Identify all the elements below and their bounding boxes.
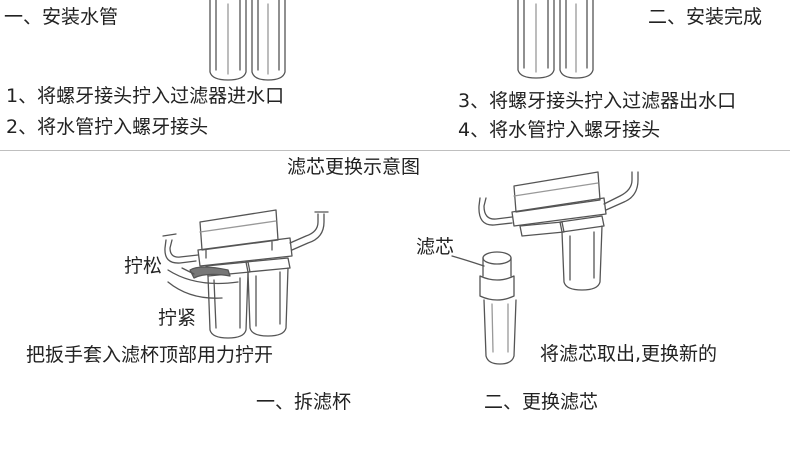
left-step-1: 1、将螺牙接头拧入过滤器进水口	[6, 85, 285, 107]
top-left-filter-housings	[209, 0, 286, 81]
right-step-3: 3、将螺牙接头拧入过滤器出水口	[458, 90, 737, 112]
cartridge-label: 滤芯	[416, 236, 455, 258]
loosen-label: 拧松	[124, 255, 163, 277]
replace-instruction: 将滤芯取出,更换新的	[540, 343, 718, 365]
right-step-4: 4、将水管拧入螺牙接头	[458, 119, 661, 141]
replacement-diagram-title: 滤芯更换示意图	[287, 156, 421, 178]
replace-cartridge-caption: 二、更换滤芯	[484, 391, 599, 413]
step-two-heading: 二、安装完成	[648, 6, 763, 28]
step-one-heading: 一、安装水管	[4, 6, 119, 28]
tighten-label: 拧紧	[158, 307, 197, 329]
remove-cup-caption: 一、拆滤杯	[256, 391, 352, 413]
wrench-instruction: 把扳手套入滤杯顶部用力拧开	[26, 344, 274, 366]
section-divider	[0, 150, 790, 151]
filter-unit-with-wrench	[162, 209, 329, 339]
left-step-2: 2、将水管拧入螺牙接头	[6, 116, 209, 138]
top-right-filter-housings	[517, 0, 594, 79]
filter-unit-cartridge-removed	[451, 171, 639, 365]
